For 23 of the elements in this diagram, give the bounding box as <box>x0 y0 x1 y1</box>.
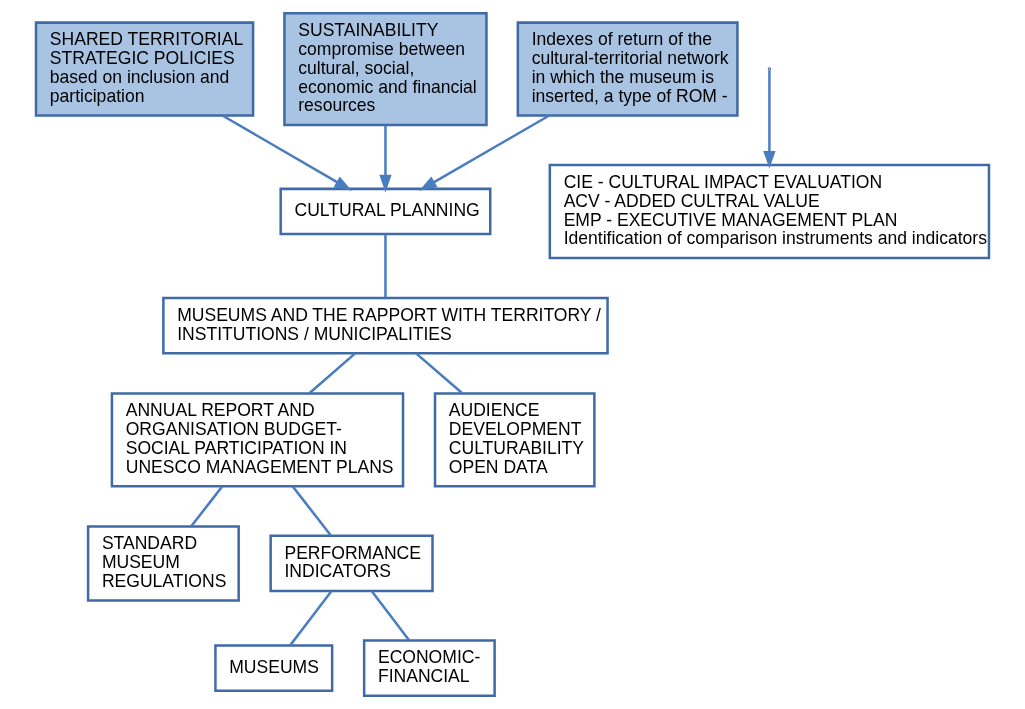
connector <box>190 485 224 528</box>
node-box: AUDIENCE DEVELOPMENT CULTURABILITY OPEN DATA <box>433 392 596 488</box>
node-box: SUSTAINABILITY compromise between cultural, social, economic and financial resources <box>283 11 488 127</box>
node-box: Indexes of return of the cultural-territorial network in which the museum is inserted, a type of ROM - <box>516 21 739 117</box>
connector <box>415 352 463 395</box>
node-box: PERFORMANCE INDICATORS <box>269 534 434 593</box>
arrow <box>419 114 550 191</box>
connector <box>371 590 411 641</box>
node-box: STANDARD MUSEUM REGULATIONS <box>86 525 240 602</box>
node-box: CIE - CULTURAL IMPACT EVALUATION ACV - ADDED CULTRAL VALUE EMP - EXECUTIVE MANAGEMENT PLAN Identification of comparison instruments and indicators <box>548 163 991 260</box>
node-box: SHARED TERRITORIAL STRATEGIC POLICIES based on inclusion and participation <box>34 21 255 117</box>
node-box: MUSEUMS AND THE RAPPORT WITH TERRITORY / INSTITUTIONS / MUNICIPALITIES <box>162 296 609 355</box>
node-box: MUSEUMS <box>214 644 334 693</box>
node-box: CULTURAL PLANNING <box>279 187 492 236</box>
node-box: ANNUAL REPORT AND ORGANISATION BUDGET- SOCIAL PARTICIPATION IN UNESCO MANAGEMENT PLANS <box>110 392 405 488</box>
arrow <box>379 125 392 193</box>
node-box: ECONOMIC- FINANCIAL <box>362 639 496 698</box>
connector <box>308 352 356 394</box>
connector <box>384 234 387 298</box>
connector <box>289 590 333 647</box>
arrow <box>763 70 776 169</box>
arrow <box>221 114 352 191</box>
connector <box>291 485 332 537</box>
